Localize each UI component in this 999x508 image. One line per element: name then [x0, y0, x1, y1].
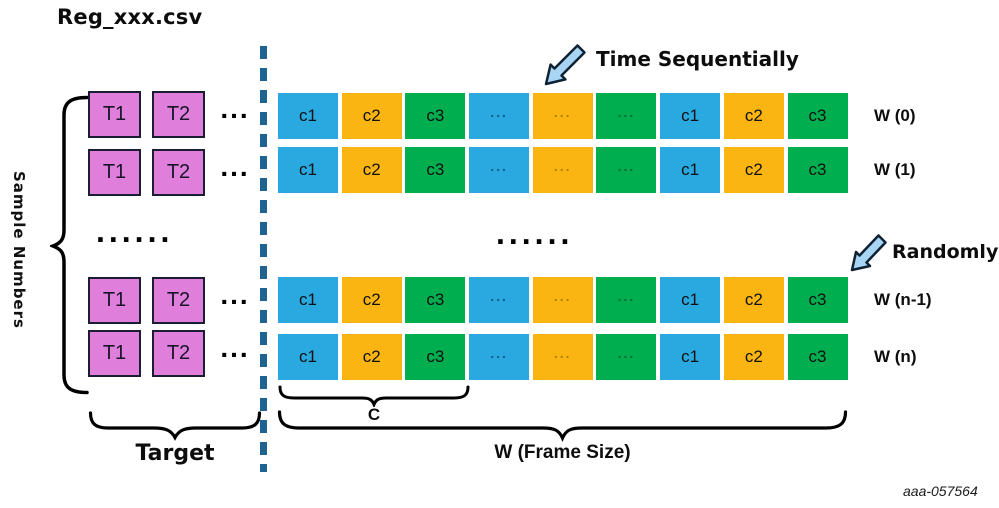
frame-row: c1 c2 c3 ... ... ... c1 c2 c3: [278, 93, 848, 139]
frame-cell: c1: [278, 277, 338, 323]
frame-cell-ellipsis: ...: [532, 277, 593, 323]
frame-row: c1 c2 c3 ... ... ... c1 c2 c3: [278, 147, 848, 193]
target-cell: T1: [88, 91, 141, 138]
frame-cell-ellipsis: ...: [596, 93, 657, 139]
frame-cell: c1: [660, 147, 721, 193]
frame-cell: c3: [405, 147, 466, 193]
frame-cell: c3: [405, 334, 466, 380]
target-cell: T1: [88, 330, 141, 377]
frame-row-label: W (0): [874, 106, 916, 125]
frame-cell: c1: [278, 147, 338, 193]
target-row-ellipsis: ...: [220, 278, 250, 310]
frame-cell-ellipsis: ...: [469, 147, 530, 193]
randomly-label: Randomly: [892, 241, 999, 263]
frame-cell-ellipsis: ...: [532, 334, 593, 380]
target-brace-label: Target: [135, 441, 215, 466]
sample-numbers-label: Sample Numbers: [10, 171, 28, 329]
frame-cell: c3: [405, 93, 466, 139]
frame-cell: c3: [787, 93, 848, 139]
frame-cell-ellipsis: ...: [469, 93, 530, 139]
frame-cell: c3: [787, 277, 848, 323]
target-row: T1 T2: [88, 149, 205, 196]
target-row-ellipsis: ...: [220, 331, 250, 363]
target-cell: T1: [88, 277, 141, 324]
frame-cell: c1: [660, 277, 721, 323]
target-brace: [88, 411, 262, 441]
page-title: Reg_xxx.csv: [57, 5, 203, 29]
target-row: T1 T2: [88, 330, 205, 377]
frame-cell: c1: [660, 334, 721, 380]
frame-cell-ellipsis: ...: [469, 334, 530, 380]
frame-cell: c2: [341, 93, 402, 139]
frame-row-label: W (n-1): [874, 290, 932, 309]
frame-cell: c2: [341, 334, 402, 380]
target-row: T1 T2: [88, 277, 205, 324]
target-cell: T2: [152, 149, 205, 196]
frame-cell: c1: [278, 93, 338, 139]
down-left-arrow-icon: [544, 44, 586, 86]
frame-cell-ellipsis: ...: [532, 93, 593, 139]
frame-cell-ellipsis: ...: [469, 277, 530, 323]
frame-cell: c1: [278, 334, 338, 380]
frame-cell: c1: [660, 93, 721, 139]
sample-numbers-brace: [50, 95, 89, 395]
frame-cell: c2: [723, 93, 784, 139]
frame-cell-ellipsis: ...: [596, 334, 657, 380]
target-row-ellipsis: ...: [220, 150, 250, 182]
frame-cell: c3: [787, 334, 848, 380]
c-brace-label: C: [367, 405, 381, 424]
target-cell: T2: [152, 330, 205, 377]
target-cell: T1: [88, 149, 141, 196]
frame-cell-ellipsis: ...: [596, 277, 657, 323]
frame-cell-ellipsis: ...: [596, 147, 657, 193]
frame-cell: c2: [723, 277, 784, 323]
frame-cell: c3: [405, 277, 466, 323]
frame-row-label: W (n): [874, 347, 917, 366]
target-cell: T2: [152, 277, 205, 324]
frame-cell: c2: [723, 147, 784, 193]
down-left-arrow-icon: [850, 234, 887, 272]
dashed-divider: [260, 46, 267, 472]
time-sequentially-label: Time Sequentially: [596, 47, 799, 71]
frame-cell: c2: [341, 277, 402, 323]
figure-id-watermark: aaa-057564: [903, 483, 978, 499]
target-row-ellipsis: ...: [220, 92, 250, 124]
frame-cell: c2: [341, 147, 402, 193]
frame-cell: c2: [723, 334, 784, 380]
frame-row: c1 c2 c3 ... ... ... c1 c2 c3: [278, 334, 848, 380]
frame-cell: c3: [787, 147, 848, 193]
target-row: T1 T2: [88, 91, 205, 138]
frame-row-label: W (1): [874, 160, 916, 179]
frame-size-brace: [277, 410, 848, 442]
frame-cell-ellipsis: ...: [532, 147, 593, 193]
frame-row: c1 c2 c3 ... ... ... c1 c2 c3: [278, 277, 848, 323]
frame-size-brace-label: W (Frame Size): [494, 442, 631, 463]
c-brace: [278, 385, 470, 407]
target-cell: T2: [152, 91, 205, 138]
